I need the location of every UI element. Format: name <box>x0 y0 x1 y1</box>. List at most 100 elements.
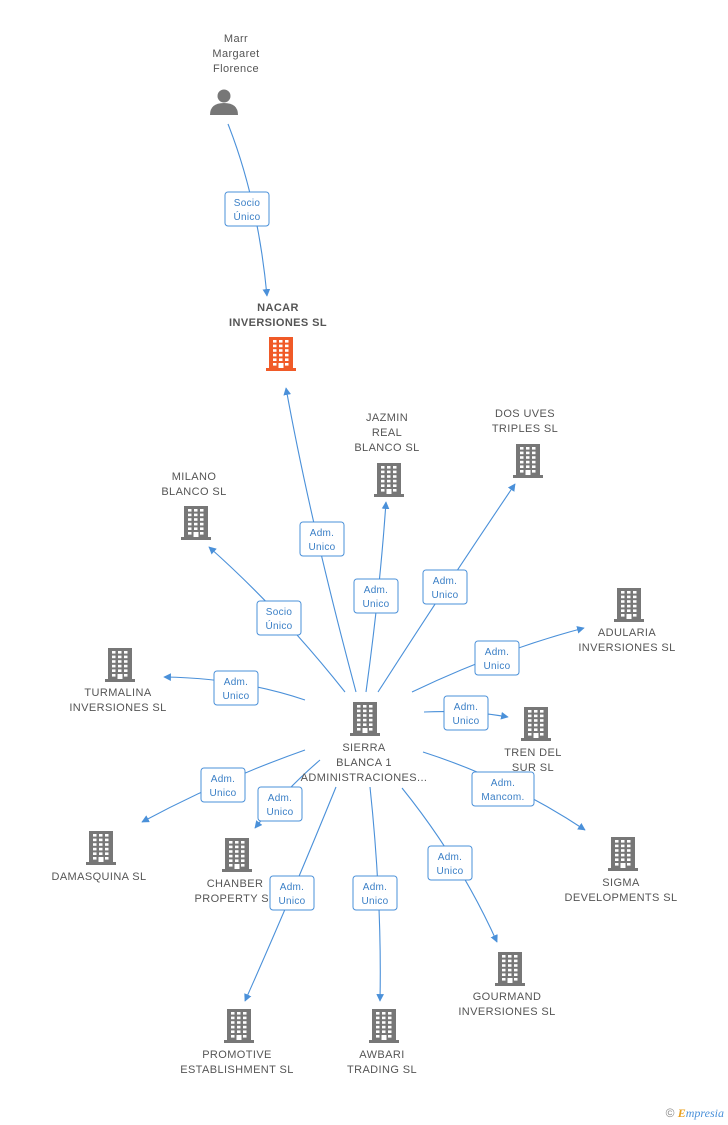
building-icon <box>495 952 525 986</box>
node-label-line: ADULARIA <box>598 627 656 639</box>
node-label-line: MILANO <box>172 471 217 483</box>
edge-label-sierra-adularia[interactable]: Adm.Unico <box>474 640 520 676</box>
node-label-line: TREN DEL <box>504 747 562 759</box>
node-label-line: REAL <box>372 427 402 439</box>
edge-label-line: Socio <box>234 198 261 209</box>
node-label-line: BLANCO SL <box>161 486 226 498</box>
footer-brand: © Empresia <box>666 1106 724 1121</box>
edge-label-sierra-chanber[interactable]: Adm.Unico <box>257 786 303 822</box>
node-label-line: TRIPLES SL <box>492 423 558 435</box>
node-label-line: PROPERTY SL <box>194 893 275 905</box>
node-milano[interactable]: MILANO BLANCO SL <box>161 471 226 540</box>
edge-label-sierra-sigma[interactable]: Adm. Mancom. <box>471 771 535 807</box>
node-label-line: BLANCO SL <box>354 442 419 454</box>
edge-label-line: Adm. <box>211 774 236 785</box>
edge-label-sierra-jazmin[interactable]: Adm.Unico <box>353 578 399 614</box>
node-label-line: SIERRA <box>342 742 386 754</box>
edge-label-box <box>299 521 345 557</box>
edge-label-line: Unico <box>278 896 305 907</box>
node-label-line: BLANCA 1 <box>336 757 392 769</box>
node-label-line: PROMOTIVE <box>202 1049 272 1061</box>
edge-label-line: Unico <box>209 788 236 799</box>
node-label-line: SUR SL <box>512 762 554 774</box>
building-icon <box>350 702 380 736</box>
edge-label-box <box>427 845 473 881</box>
edge-label-box <box>213 670 259 706</box>
building-icon <box>224 1009 254 1043</box>
node-label-line: Florence <box>213 63 259 75</box>
edge-label-line: Adm. <box>310 528 335 539</box>
node-label-line: TURMALINA <box>84 687 151 699</box>
building-icon <box>513 444 543 478</box>
node-label-line: ESTABLISHMENT SL <box>180 1064 294 1076</box>
edge-label-box <box>353 578 399 614</box>
copyright-symbol: © <box>665 1106 675 1120</box>
building-icon <box>608 837 638 871</box>
edge-label-box <box>256 600 302 636</box>
edge-label-line: Adm. <box>224 677 249 688</box>
building-icon <box>521 707 551 741</box>
node-adularia[interactable]: ADULARIA INVERSIONES SL <box>578 588 675 654</box>
edge-label-line: Adm. <box>433 576 458 587</box>
node-label-line: INVERSIONES SL <box>458 1006 555 1018</box>
edge-label-box <box>200 767 246 803</box>
building-icon <box>374 463 404 497</box>
node-awbari[interactable]: AWBARI TRADING SL <box>347 1009 417 1076</box>
node-label-line: TRADING SL <box>347 1064 417 1076</box>
edge-label-line: Unico <box>308 542 335 553</box>
building-icon <box>105 648 135 682</box>
node-label-line: AWBARI <box>359 1049 404 1061</box>
edge-label-line: Adm. <box>438 852 463 863</box>
edge-label-sierra-gourmand[interactable]: Adm. Unico <box>427 845 473 881</box>
node-label-line: Marr <box>224 33 248 45</box>
edge-label-sierra-tren[interactable]: Adm.Unico <box>443 695 489 731</box>
node-jazmin[interactable]: JAZMIN REAL BLANCO SL <box>354 412 419 497</box>
edge-label-line: Adm. <box>491 778 516 789</box>
edge-label-box <box>471 771 535 807</box>
edge-label-line: Único <box>233 210 260 223</box>
edge-label-box <box>474 640 520 676</box>
node-label-line: DEVELOPMENTS SL <box>565 892 678 904</box>
building-icon-focus <box>266 337 296 371</box>
node-sigma[interactable]: SIGMA DEVELOPMENTS SL <box>565 837 678 904</box>
edge-label-line: Único <box>265 619 292 632</box>
edge-label-line: Socio <box>266 607 293 618</box>
node-damasquina[interactable]: DAMASQUINA SL <box>51 831 146 883</box>
node-chanber[interactable]: CHANBER PROPERTY SL <box>194 838 275 905</box>
node-gourmand[interactable]: GOURMAND INVERSIONES SL <box>458 952 555 1018</box>
edge-label-line: Adm. <box>364 585 389 596</box>
edge-label-line: Unico <box>222 691 249 702</box>
building-icon <box>222 838 252 872</box>
edge-label-line: Adm. <box>363 882 388 893</box>
edge-label-line: Adm. <box>268 793 293 804</box>
edge-label-sierra-turmalina[interactable]: Adm. Unico <box>213 670 259 706</box>
edge-label-line: Unico <box>361 896 388 907</box>
node-label-line: GOURMAND <box>473 991 542 1003</box>
edge-label-sierra-damasquina[interactable]: Adm. Unico <box>200 767 246 803</box>
edge-label-sierra-nacar[interactable]: Adm. Unico <box>299 521 345 557</box>
edge-label-sierra-dosuves[interactable]: Adm.Unico <box>422 569 468 605</box>
node-label-line: JAZMIN <box>366 412 408 424</box>
edge-label-box <box>422 569 468 605</box>
node-label-line: SIGMA <box>602 877 640 889</box>
building-icon <box>614 588 644 622</box>
node-tren[interactable]: TREN DEL SUR SL <box>504 707 562 774</box>
edge-label-sierra-awbari[interactable]: Adm. Unico <box>352 875 398 911</box>
node-label-line: Margaret <box>212 48 259 60</box>
node-label-line: INVERSIONES SL <box>578 642 675 654</box>
edge-label-line: Mancom. <box>481 792 524 803</box>
node-promotive[interactable]: PROMOTIVE ESTABLISHMENT SL <box>180 1009 294 1076</box>
edge-label-box <box>224 191 270 227</box>
edge-label-sierra-promotive[interactable]: Adm.Unico <box>269 875 315 911</box>
edge-label-line: Unico <box>436 866 463 877</box>
node-label-line: CHANBER <box>207 878 264 890</box>
edge-label-box <box>443 695 489 731</box>
